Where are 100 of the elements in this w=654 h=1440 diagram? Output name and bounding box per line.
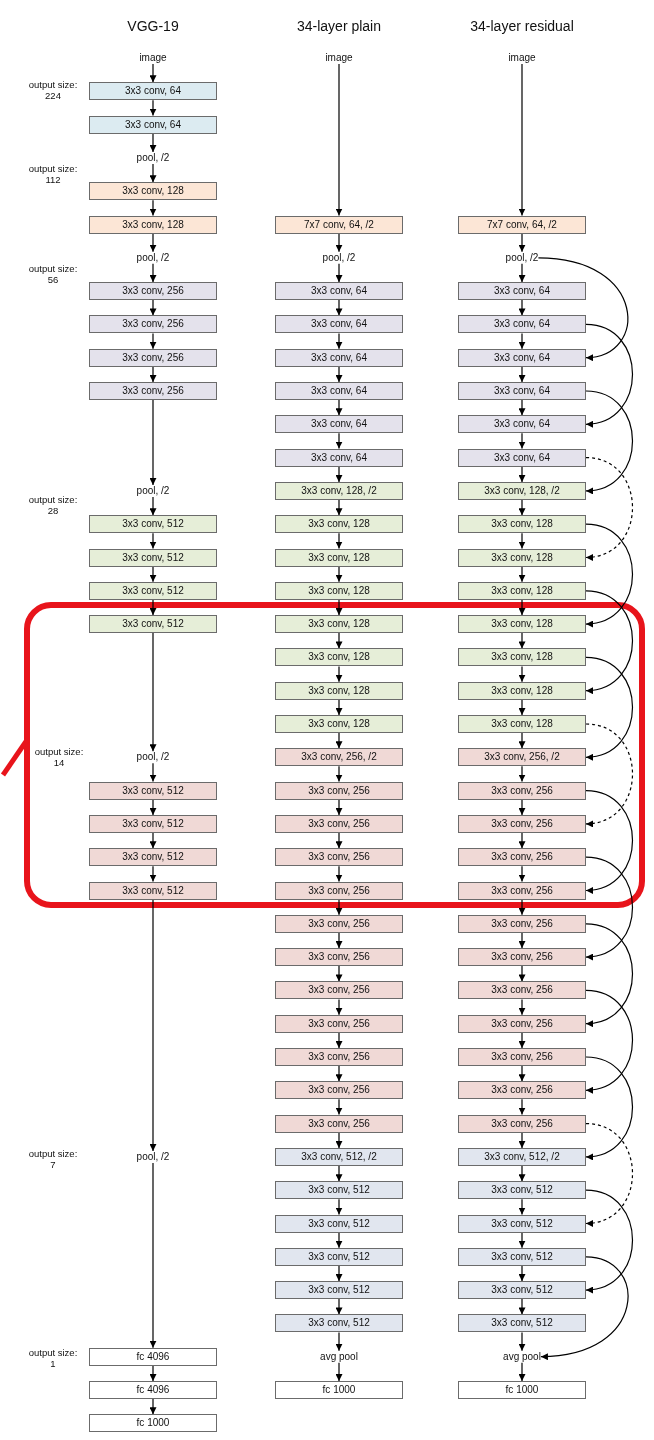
arrow xyxy=(335,865,343,883)
arrow xyxy=(335,898,343,916)
layer-box: fc 4096 xyxy=(89,1381,217,1399)
arrow xyxy=(149,63,157,83)
arrow xyxy=(149,232,157,253)
layer-box: 3x3 conv, 256 xyxy=(89,348,217,367)
layer-box: 3x3 conv, 128 xyxy=(458,615,586,634)
arrow xyxy=(335,1298,343,1315)
layer-label: pool, /2 xyxy=(136,1150,170,1163)
layer-box: 3x3 conv, 64 xyxy=(89,115,217,134)
layer-box: 3x3 conv, 64 xyxy=(458,448,586,467)
layer-box: 3x3 conv, 128 xyxy=(275,615,403,634)
arrow xyxy=(149,898,157,1152)
arrow xyxy=(335,263,343,283)
arrow xyxy=(335,932,343,949)
layer-box: 3x3 conv, 256 xyxy=(458,848,586,867)
arrow xyxy=(335,1165,343,1182)
arrow xyxy=(518,599,526,616)
layer-box: 3x3 conv, 512 xyxy=(89,548,217,567)
layer-box: 3x3 conv, 128 xyxy=(275,515,403,534)
skip-arrow xyxy=(585,390,634,494)
arrow xyxy=(335,1198,343,1216)
layer-box: 3x3 conv, 512 xyxy=(89,814,217,833)
arrow xyxy=(149,133,157,153)
column-heading: VGG-19 xyxy=(127,18,179,34)
arrow xyxy=(335,232,343,253)
output-size-label: output size: 7 xyxy=(28,1148,78,1170)
layer-box: 3x3 conv, 256 xyxy=(458,881,586,900)
arrow xyxy=(335,765,343,783)
arrow xyxy=(335,965,343,982)
layer-label: pool, /2 xyxy=(136,151,170,164)
arrow xyxy=(518,432,526,450)
output-size-label: output size: 14 xyxy=(34,746,84,768)
layer-label: pool, /2 xyxy=(322,251,356,264)
layer-box: 3x3 conv, 128 xyxy=(458,581,586,600)
arrow xyxy=(149,163,157,183)
arrow xyxy=(518,1362,526,1382)
arrow xyxy=(518,1065,526,1082)
arrow xyxy=(335,998,343,1016)
layer-box: 3x3 conv, 256, /2 xyxy=(458,748,586,767)
arrow xyxy=(518,565,526,583)
layer-box: 3x3 conv, 128 xyxy=(458,681,586,700)
arrow xyxy=(149,565,157,583)
arrow xyxy=(335,1362,343,1382)
arrow xyxy=(335,1231,343,1249)
layer-box: 3x3 conv, 512 xyxy=(89,781,217,800)
arrow xyxy=(518,632,526,649)
arrow xyxy=(335,632,343,649)
arrow xyxy=(518,263,526,283)
layer-box: 3x3 conv, 64 xyxy=(458,415,586,434)
arrow xyxy=(518,932,526,949)
arrow xyxy=(335,299,343,316)
layer-box: 3x3 conv, 512 xyxy=(89,881,217,900)
skip-arrow xyxy=(585,656,634,760)
layer-box: 3x3 conv, 64 xyxy=(275,315,403,334)
layer-box: 3x3 conv, 256 xyxy=(458,814,586,833)
arrow xyxy=(518,1165,526,1182)
layer-box: 3x3 conv, 128, /2 xyxy=(275,481,403,500)
arrow xyxy=(518,1198,526,1216)
arrow xyxy=(149,1365,157,1382)
skip-arrow xyxy=(540,1256,629,1360)
arrow xyxy=(149,263,157,283)
arrow xyxy=(335,599,343,616)
column-heading: 34-layer plain xyxy=(296,18,382,34)
layer-box: 3x3 conv, 128 xyxy=(458,715,586,733)
layer-box: 3x3 conv, 512 xyxy=(89,615,217,634)
arrow xyxy=(518,1265,526,1282)
layer-box: 3x3 conv, 128 xyxy=(458,648,586,667)
skip-arrow xyxy=(585,1123,634,1226)
output-size-label: output size: 28 xyxy=(28,494,78,516)
output-size-label: output size: 56 xyxy=(28,263,78,285)
skip-arrow xyxy=(585,923,634,1027)
layer-box: 3x3 conv, 256 xyxy=(458,914,586,933)
layer-label: avg pool xyxy=(320,1350,358,1363)
arrow xyxy=(149,366,157,383)
layer-box: 3x3 conv, 256 xyxy=(458,781,586,800)
arrow xyxy=(518,1132,526,1149)
arrow xyxy=(149,1398,157,1415)
arrow xyxy=(149,799,157,816)
layer-label: pool, /2 xyxy=(136,751,170,764)
arrow xyxy=(335,532,343,550)
arrow xyxy=(149,199,157,217)
layer-box: 7x7 conv, 64, /2 xyxy=(458,215,586,234)
arrow xyxy=(335,466,343,483)
arrow xyxy=(518,1298,526,1315)
layer-box: 3x3 conv, 256 xyxy=(275,814,403,833)
layer-box: 3x3 conv, 256 xyxy=(275,1081,403,1100)
layer-box: fc 1000 xyxy=(89,1414,217,1433)
column-heading: 34-layer residual xyxy=(470,18,574,34)
layer-box: 3x3 conv, 512 xyxy=(275,1281,403,1300)
layer-box: 3x3 conv, 64 xyxy=(275,448,403,467)
layer-box: 3x3 conv, 256 xyxy=(89,282,217,301)
arrow xyxy=(335,399,343,416)
layer-box: 3x3 conv, 512 xyxy=(458,1281,586,1300)
arrow xyxy=(518,965,526,982)
layer-box: 3x3 conv, 128 xyxy=(275,581,403,600)
layer-box: 3x3 conv, 64 xyxy=(275,415,403,434)
layer-box: 3x3 conv, 256 xyxy=(275,914,403,933)
arrow xyxy=(335,799,343,816)
arrow xyxy=(518,232,526,253)
